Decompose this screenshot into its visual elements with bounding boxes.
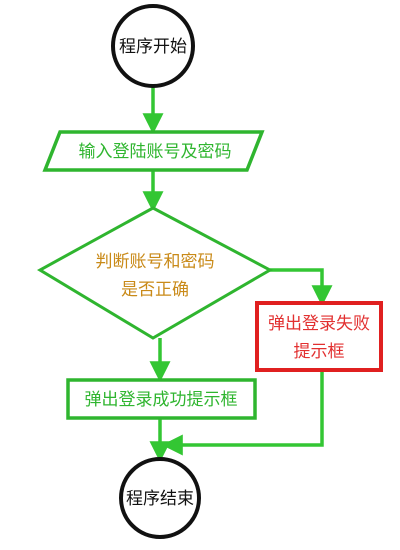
decision-diamond (36, 206, 274, 340)
start-label: 程序开始 (119, 37, 187, 57)
input-parallelogram (42, 130, 265, 172)
end-label: 程序结束 (126, 489, 194, 509)
success-label: 弹出登录成功提示框 (85, 390, 238, 410)
decision-node: 判断账号和密码 是否正确 (36, 206, 274, 340)
connector-failure-to-end (161, 372, 324, 456)
failure-node: 弹出登录失败 提示框 (255, 301, 383, 372)
input-label: 输入登陆账号及密码 (79, 142, 232, 162)
success-node: 弹出登录成功提示框 (66, 378, 257, 420)
decision-label-line2: 是否正确 (121, 280, 189, 300)
start-node: 程序开始 (111, 4, 195, 88)
success-box (66, 378, 257, 420)
end-node: 程序结束 (119, 457, 201, 539)
failure-label-line1: 弹出登录失败 (268, 314, 370, 334)
end-circle (119, 457, 201, 539)
start-circle (111, 4, 195, 88)
failure-label-line2: 提示框 (294, 342, 345, 362)
failure-box (255, 301, 383, 372)
connector-decision-to-failure (270, 268, 333, 307)
connectors (142, 86, 333, 463)
input-node: 输入登陆账号及密码 (42, 130, 265, 172)
decision-label-line1: 判断账号和密码 (96, 252, 215, 272)
